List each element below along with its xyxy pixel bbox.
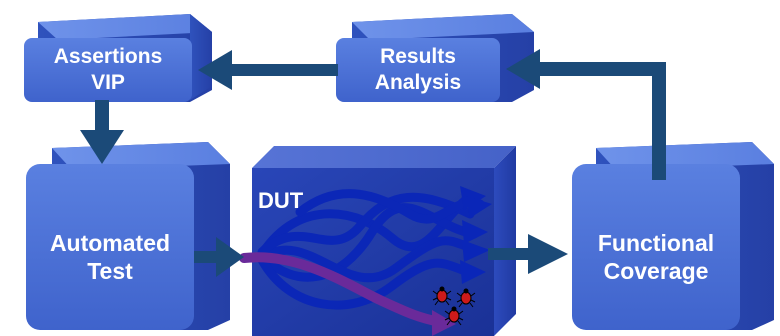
bug-icon (456, 288, 476, 308)
arrow-assertions-to-automated (80, 100, 124, 164)
assertions-vip-line-2: VIP (91, 71, 125, 94)
arrow-automated-to-dut (194, 237, 244, 277)
results-analysis-line-1: Results (380, 45, 456, 69)
functional-coverage-box (572, 142, 774, 330)
functional-coverage-line-1: Functional (597, 229, 715, 256)
bug-icon (432, 286, 452, 306)
dut-label-text: DUT (258, 188, 304, 213)
assertions-vip-box (24, 14, 212, 102)
dut-tangle-arrowheads (460, 186, 492, 284)
arrow-dut-to-coverage (488, 234, 568, 274)
arrow-coverage-to-results (506, 49, 666, 180)
results-analysis-label: Results Analysis (336, 40, 500, 100)
bug-path (239, 252, 456, 336)
dut-label: DUT (258, 188, 318, 214)
automated-test-label: Automated Test (26, 212, 194, 302)
bug-icons (432, 286, 476, 326)
automated-test-line-1: Automated (49, 229, 171, 256)
functional-coverage-line-2: Coverage (603, 258, 709, 284)
automated-test-line-2: Test (87, 258, 133, 284)
arrow-results-to-assertions (198, 50, 338, 90)
results-analysis-line-2: Analysis (374, 71, 462, 94)
assertions-vip-label: Assertions VIP (24, 40, 192, 100)
dut-signal-tangle (257, 189, 485, 310)
bug-icon (444, 306, 464, 326)
results-analysis-box (336, 14, 534, 102)
assertions-vip-line-1: Assertions (53, 45, 163, 69)
functional-coverage-label: Functional Coverage (572, 212, 740, 302)
